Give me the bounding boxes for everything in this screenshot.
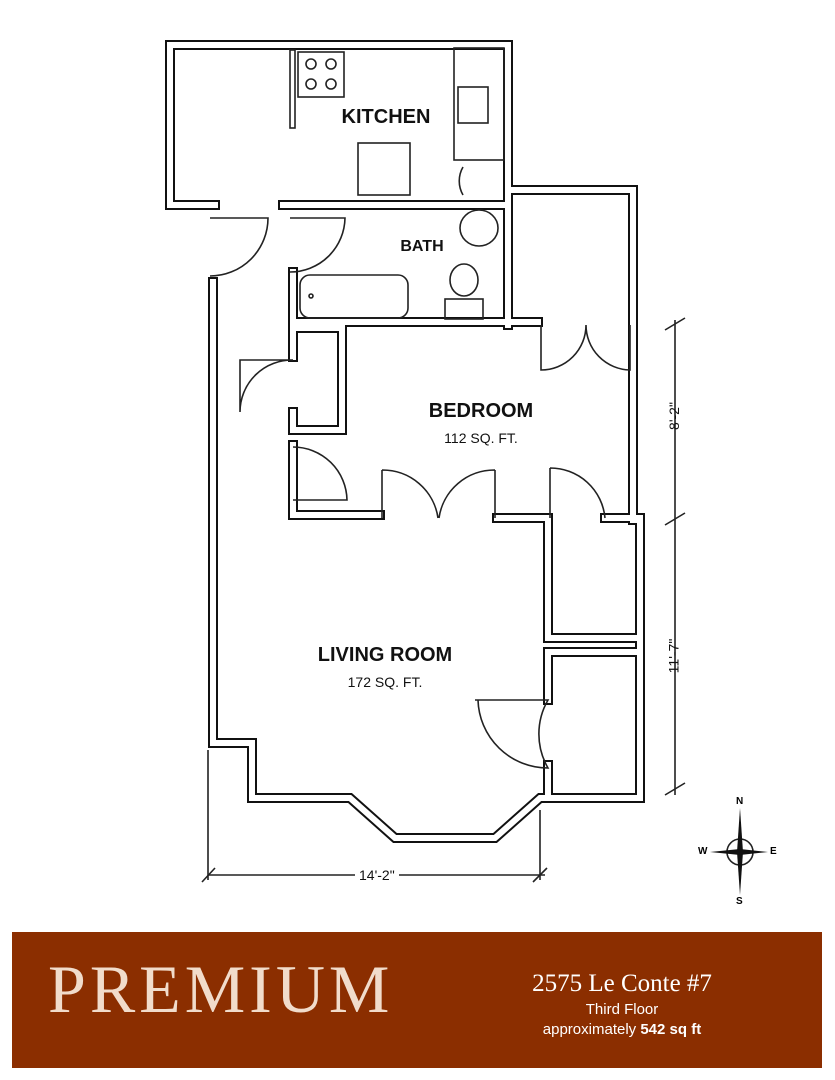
wall: [505, 185, 638, 330]
wall-inner: [545, 515, 643, 641]
listing-banner: PREMIUM 2575 Le Conte #7 Third Floor app…: [12, 932, 822, 1068]
double-door-right: [438, 469, 496, 519]
kitchen-sink-icon: [457, 86, 489, 124]
refrigerator-icon: [357, 142, 411, 196]
bedroom-area: 112 SQ. FT.: [444, 430, 518, 446]
compass-s: S: [736, 896, 743, 907]
closet-double-door: [540, 324, 631, 371]
floor-plan-drawing: [165, 40, 768, 895]
compass-e: E: [770, 846, 777, 857]
width-dimension: 14'-2": [355, 867, 399, 883]
living-depth-dimension: 11'-7": [665, 638, 682, 674]
living-closet-door: [475, 699, 550, 769]
kitchen-label: KITCHEN: [341, 106, 431, 128]
wall-inner: [167, 42, 511, 328]
drain-icon: [308, 293, 314, 299]
wall-inner: [290, 442, 383, 518]
entry-door-swing: [209, 217, 269, 277]
burners-icon: [305, 58, 337, 90]
bedroom-depth-dimension: 8'-2": [665, 402, 682, 430]
toilet-tank-icon: [444, 298, 484, 320]
wall: [208, 277, 645, 843]
toilet-icon: [449, 263, 479, 297]
double-door-left: [381, 469, 439, 519]
wall-inner: [507, 187, 636, 328]
living-room-area: 172 SQ. FT.: [347, 674, 423, 690]
wall-inner: [210, 279, 643, 841]
bath-door-swing: [289, 217, 346, 273]
wall: [288, 323, 347, 435]
wall: [288, 440, 385, 520]
bath-label: BATH: [400, 238, 444, 255]
closet-door-swing: [239, 359, 294, 413]
living-room-label: LIVING ROOM: [317, 644, 453, 666]
wall: [543, 513, 645, 643]
pantry-door-swing: [458, 166, 464, 196]
bedroom-label: BEDROOM: [428, 400, 534, 422]
stove-icon: [297, 51, 345, 98]
wall-inner: [290, 325, 345, 433]
compass-w: W: [698, 846, 708, 857]
floor-level: Third Floor: [585, 1001, 659, 1018]
counter: [453, 47, 505, 161]
bedroom-door-swing: [292, 446, 348, 501]
unit-size: 542 sq ft: [640, 1021, 702, 1038]
bath-sink-icon: [459, 209, 499, 247]
bedroom-closet-door: [549, 467, 606, 519]
compass-n: N: [736, 796, 744, 807]
wall: [288, 267, 543, 327]
size-prefix: approximately: [542, 1021, 637, 1038]
bathtub-icon: [299, 274, 409, 319]
listing-info: 2575 Le Conte #7 Third Floor approximate…: [502, 970, 742, 1038]
wall-inner: [290, 269, 541, 325]
compass-icon: [710, 808, 768, 895]
tier-label: PREMIUM: [48, 951, 394, 1027]
address: 2575 Le Conte #7: [532, 970, 712, 997]
counter-divider: [289, 49, 296, 129]
